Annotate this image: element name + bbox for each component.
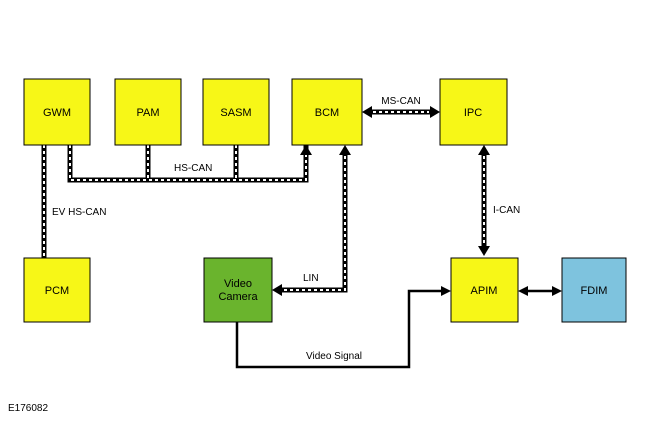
module-video-camera: Video Camera — [203, 257, 273, 323]
lin-arrow-up-icon — [339, 145, 351, 155]
ev-hs-can-label: EV HS-CAN — [52, 207, 106, 218]
video-signal-line — [235, 286, 451, 369]
i-can-label: I-CAN — [493, 205, 520, 216]
i-can-arrow-down-icon — [478, 246, 490, 256]
i-can-bus — [478, 145, 490, 256]
ms-can-bus — [362, 106, 440, 118]
module-pam-label: PAM — [136, 107, 159, 119]
ms-can-arrow-left-icon — [362, 106, 372, 118]
module-apim-label: APIM — [471, 285, 498, 297]
module-pcm-label: PCM — [45, 285, 69, 297]
hs-can-label: HS-CAN — [174, 163, 212, 174]
lin-bus — [272, 145, 351, 296]
module-gwm-label: GWM — [43, 107, 71, 119]
ms-can-label: MS-CAN — [381, 96, 420, 107]
module-pcm: PCM — [23, 257, 91, 323]
apim-fdim-arrow-right-icon — [552, 286, 562, 296]
module-pam: PAM — [114, 78, 182, 146]
module-fdim-label: FDIM — [581, 285, 608, 297]
module-sasm-label: SASM — [220, 107, 251, 119]
hs-can-bus — [67, 145, 309, 183]
module-ipc: IPC — [439, 78, 508, 146]
video-signal-arrow-icon — [441, 286, 451, 296]
module-video-camera-label-line1: Video — [224, 278, 252, 290]
module-bcm-label: BCM — [315, 107, 339, 119]
hs-can-arrow-up-icon — [300, 145, 312, 155]
figure-id: E176082 — [8, 403, 49, 414]
apim-fdim-link — [518, 286, 562, 296]
lin-label: LIN — [303, 273, 319, 284]
apim-fdim-arrow-left-icon — [518, 286, 528, 296]
module-gwm: GWM — [23, 78, 91, 146]
module-ipc-label: IPC — [464, 107, 482, 119]
video-signal-label: Video Signal — [306, 351, 362, 362]
module-fdim: FDIM — [561, 257, 627, 323]
i-can-arrow-up-icon — [478, 145, 490, 155]
module-video-camera-label-line2: Camera — [218, 291, 258, 303]
module-bcm: BCM — [291, 78, 363, 146]
lin-arrow-left-icon — [272, 284, 282, 296]
module-apim: APIM — [450, 257, 519, 323]
ms-can-arrow-right-icon — [430, 106, 440, 118]
module-sasm: SASM — [202, 78, 270, 146]
